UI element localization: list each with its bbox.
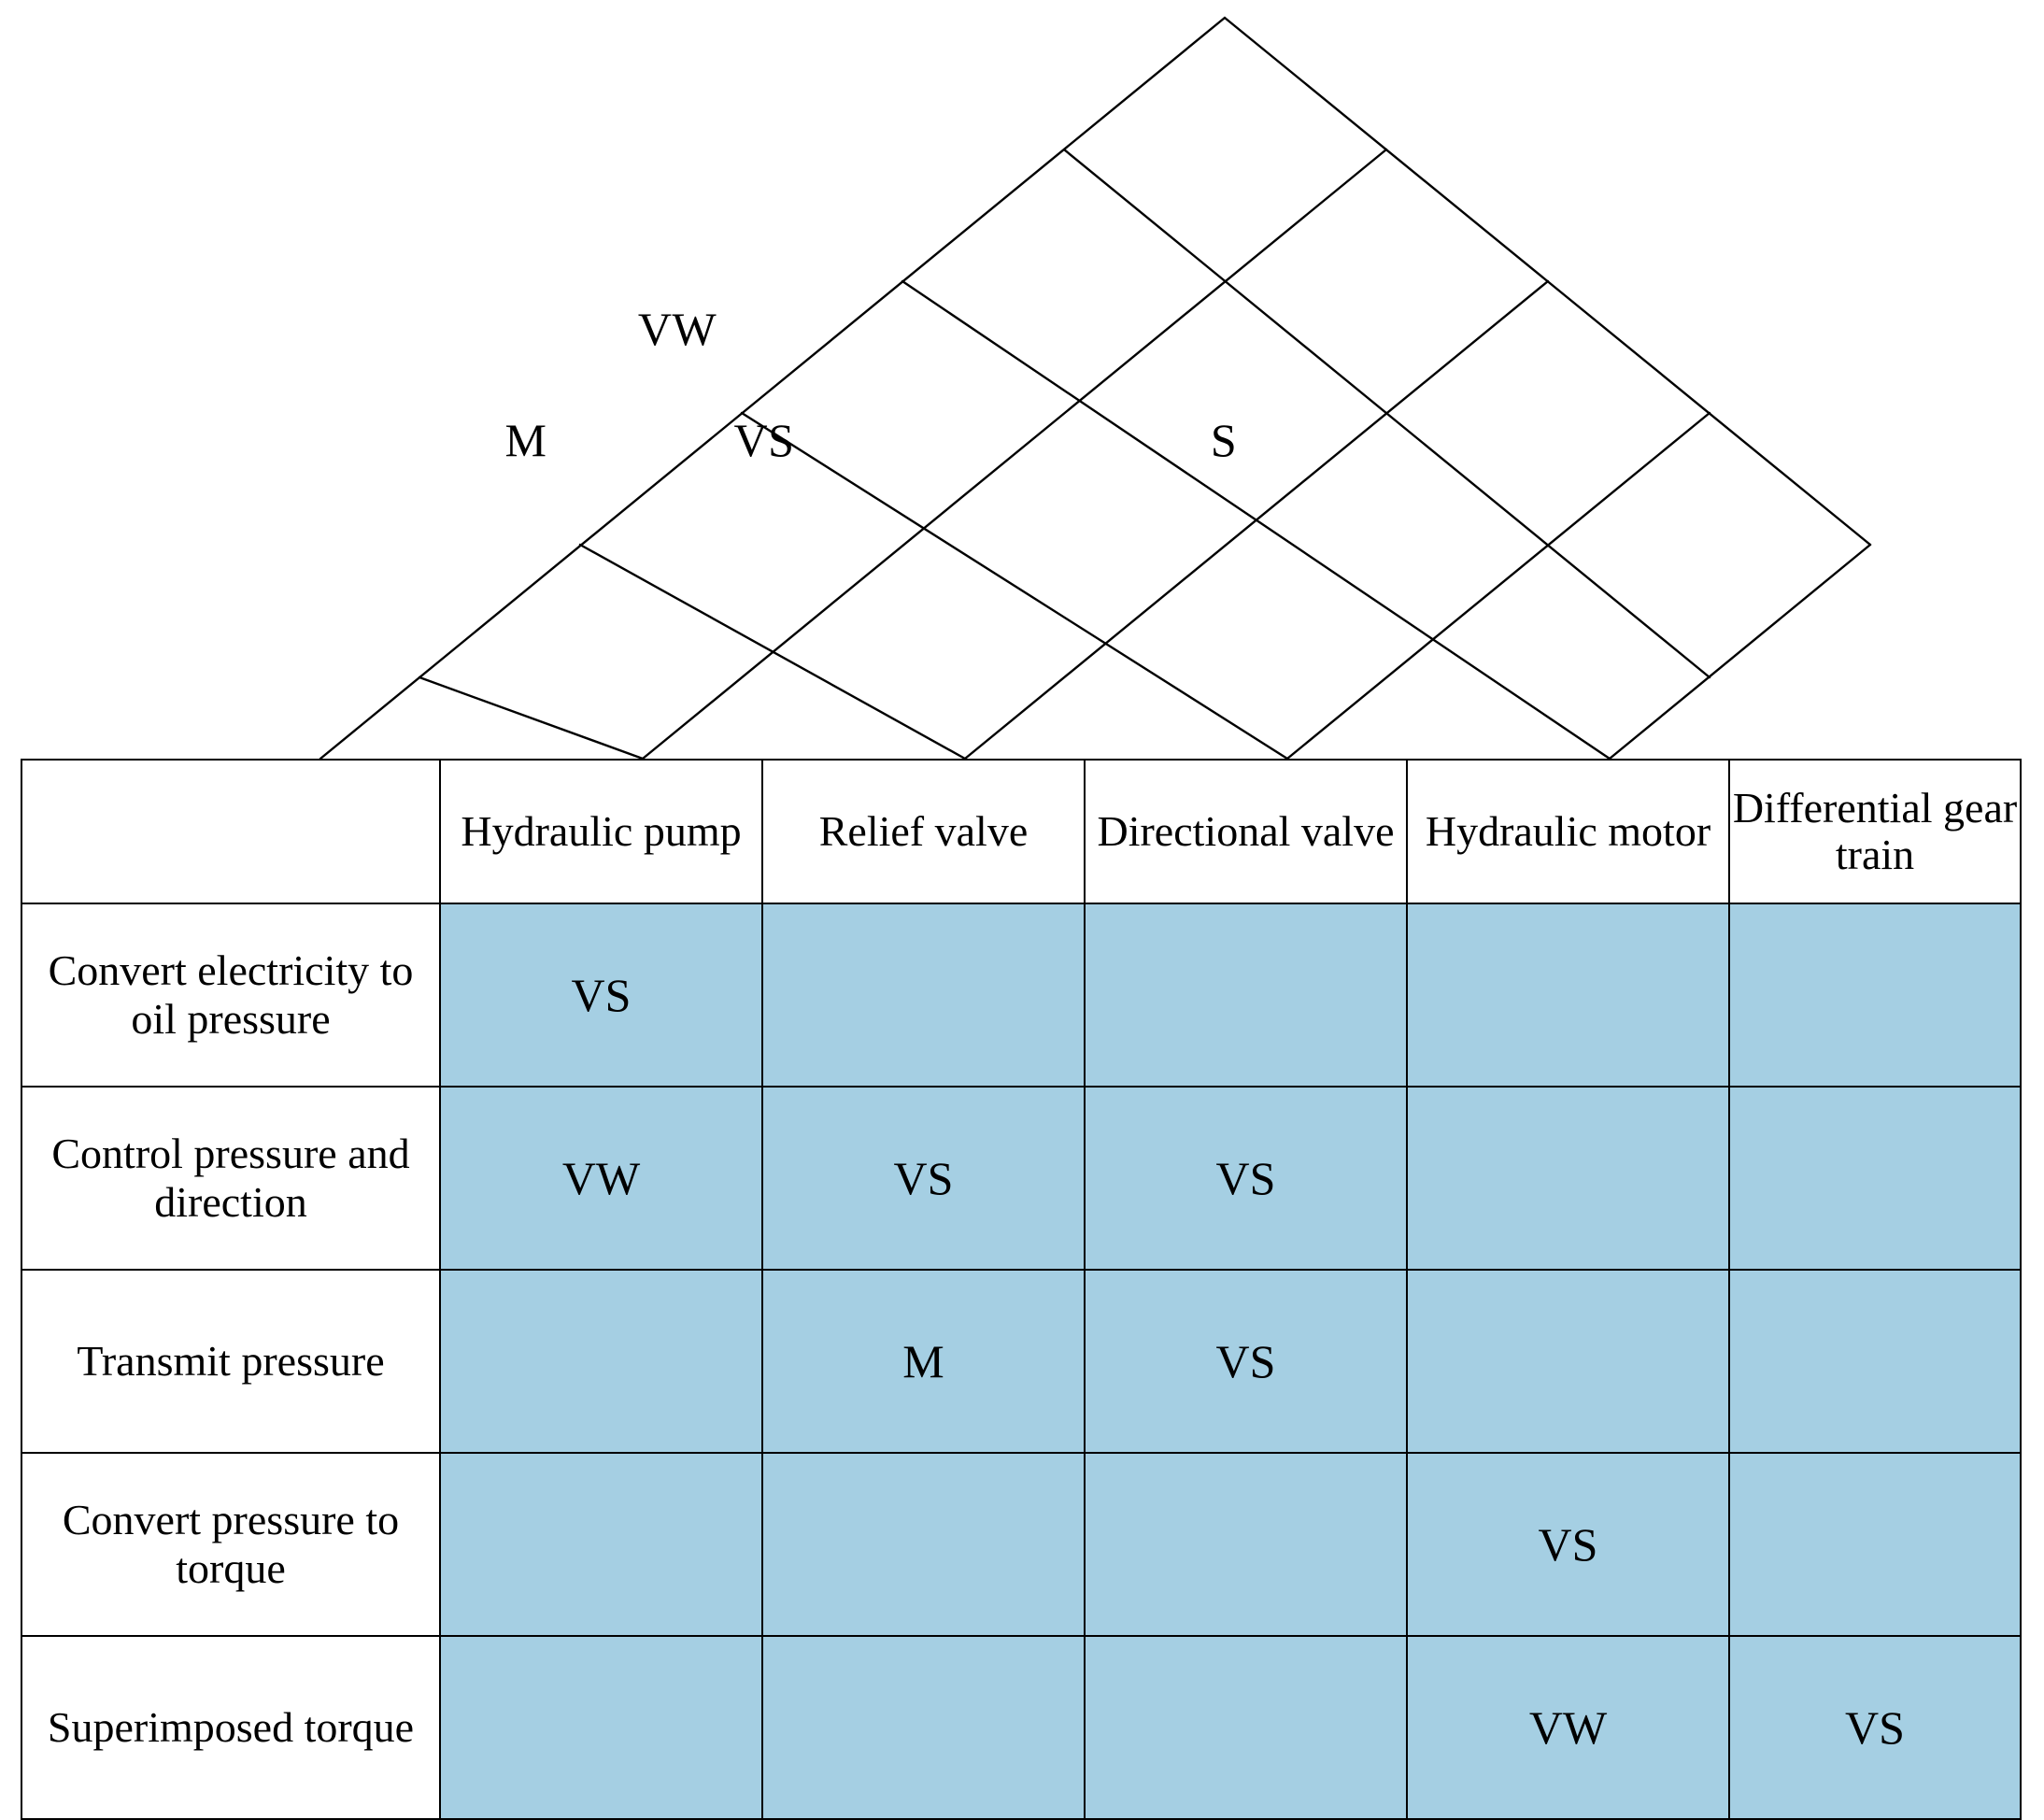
row-header-convert-electricity-to-oil-pressure: Convert electricity to oil pressure <box>21 903 441 1088</box>
row-header-control-pressure-and-direction: Control pressure and direction <box>21 1086 441 1271</box>
roof-lattice <box>0 0 2044 775</box>
cell-r0-c4 <box>1728 903 2022 1088</box>
cell-r2-c2: VS <box>1084 1269 1408 1454</box>
cell-r1-c0: VW <box>439 1086 763 1271</box>
matrix-header-row: Hydraulic pump Relief valve Directional … <box>21 759 2022 904</box>
column-header-relief-valve: Relief valve <box>761 759 1086 904</box>
cell-r3-c2 <box>1084 1452 1408 1637</box>
roof-label-3: S <box>1210 414 1238 466</box>
cell-r1-c3 <box>1406 1086 1730 1271</box>
cell-r3-c4 <box>1728 1452 2022 1637</box>
table-row: Convert pressure to torque VS <box>21 1452 2022 1637</box>
table-row: Transmit pressure M VS <box>21 1269 2022 1454</box>
cell-r1-c2: VS <box>1084 1086 1408 1271</box>
row-header-superimposed-torque: Superimposed torque <box>21 1635 441 1820</box>
cell-r3-c0 <box>439 1452 763 1637</box>
cell-r2-c3 <box>1406 1269 1730 1454</box>
table-row: Superimposed torque VW VS <box>21 1635 2022 1820</box>
cell-r4-c4: VS <box>1728 1635 2022 1820</box>
cell-r4-c3: VW <box>1406 1635 1730 1820</box>
cell-r0-c3 <box>1406 903 1730 1088</box>
column-header-hydraulic-motor: Hydraulic motor <box>1406 759 1730 904</box>
row-header-convert-pressure-to-torque: Convert pressure to torque <box>21 1452 441 1637</box>
relationship-matrix: Hydraulic pump Relief valve Directional … <box>21 759 2022 1820</box>
correlation-roof: VW M VS S <box>0 0 2044 775</box>
roof-label-2: VS <box>733 414 795 466</box>
cell-r4-c1 <box>761 1635 1086 1820</box>
cell-r3-c1 <box>761 1452 1086 1637</box>
cell-r0-c2 <box>1084 903 1408 1088</box>
cell-r4-c2 <box>1084 1635 1408 1820</box>
column-header-directional-valve: Directional valve <box>1084 759 1408 904</box>
roof-label-1: M <box>504 414 547 466</box>
matrix-corner-cell <box>21 759 441 904</box>
cell-r0-c1 <box>761 903 1086 1088</box>
cell-r1-c1: VS <box>761 1086 1086 1271</box>
row-header-transmit-pressure: Transmit pressure <box>21 1269 441 1454</box>
roof-label-0: VW <box>637 303 717 355</box>
cell-r1-c4 <box>1728 1086 2022 1271</box>
cell-r2-c1: M <box>761 1269 1086 1454</box>
cell-r2-c4 <box>1728 1269 2022 1454</box>
cell-r2-c0 <box>439 1269 763 1454</box>
cell-r3-c3: VS <box>1406 1452 1730 1637</box>
cell-r4-c0 <box>439 1635 763 1820</box>
column-header-differential-gear-train: Differential gear train <box>1728 759 2022 904</box>
cell-r0-c0: VS <box>439 903 763 1088</box>
table-row: Convert electricity to oil pressure VS <box>21 903 2022 1088</box>
column-header-hydraulic-pump: Hydraulic pump <box>439 759 763 904</box>
table-row: Control pressure and direction VW VS VS <box>21 1086 2022 1271</box>
